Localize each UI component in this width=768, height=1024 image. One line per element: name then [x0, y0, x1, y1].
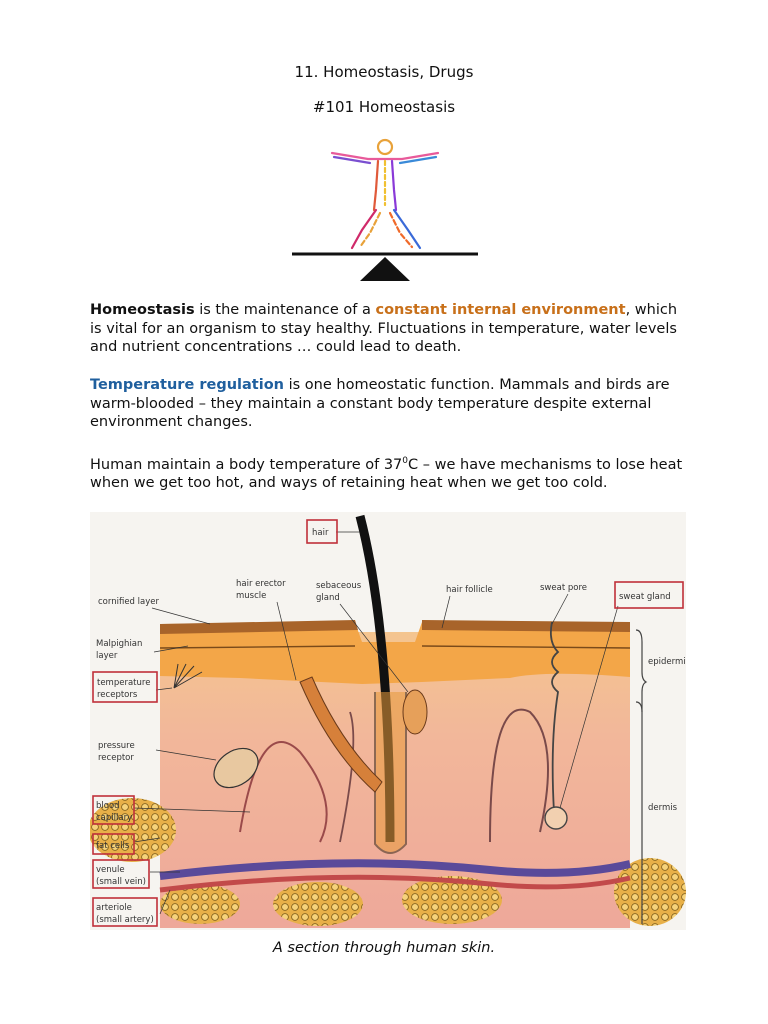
- fat-cells-cluster: [614, 858, 686, 926]
- hair-erector-muscle: [299, 676, 383, 793]
- label-arteriole: arteriole: [96, 903, 132, 913]
- sweat-duct: [549, 621, 560, 813]
- label-hair-erector-2: muscle: [236, 591, 266, 601]
- term-temperature-regulation: Temperature regulation: [90, 377, 284, 393]
- label-sweat-gland: sweat gland: [619, 592, 671, 602]
- text: is one homeostatic function. Mammals and…: [90, 377, 670, 430]
- label-venule-2: (small vein): [96, 877, 146, 887]
- label-blood-capillary: blood: [96, 801, 120, 811]
- label-venule: venule: [96, 865, 125, 875]
- figure-caption: A section through human skin.: [272, 940, 496, 956]
- page-title: 11. Homeostasis, Drugs: [294, 63, 474, 81]
- temperature-receptor-endings: [173, 663, 203, 689]
- pressure-receptor: [213, 747, 259, 789]
- sweat-gland-coil: [544, 806, 568, 830]
- skin-section-diagram: hair hair erector muscle sebaceous gland…: [90, 512, 686, 930]
- text: is the maintenance of a: [194, 302, 376, 318]
- label-dermis: dermis: [648, 803, 678, 813]
- label-arteriole-2: (small artery): [96, 915, 154, 925]
- label-pressure-receptor-2: receptor: [98, 753, 134, 763]
- label-hair-follicle: hair follicle: [446, 585, 493, 595]
- label-hair: hair: [312, 528, 329, 538]
- label-hair-erector: hair erector: [236, 579, 286, 589]
- text: Human maintain a body temperature of 37: [90, 456, 403, 473]
- hair-follicle: [374, 692, 407, 854]
- label-temperature-receptors-2: receptors: [97, 690, 138, 700]
- superscript: 0: [402, 456, 409, 466]
- highlight-constant-internal-environment: constant internal environment: [375, 302, 626, 318]
- text: , which is vital for an organism to stay…: [90, 302, 678, 355]
- label-sebaceous-2: gland: [316, 593, 340, 603]
- body-temperature-paragraph: Human maintain a body temperature of 370…: [90, 452, 690, 493]
- epidermis-layer: [160, 622, 630, 684]
- arteriole-vessel: [159, 874, 631, 893]
- venule-vessel: [159, 859, 631, 880]
- label-malpighian: Malpighian: [96, 639, 142, 649]
- balanced-human-figure: [330, 138, 440, 250]
- cornified-layer: [160, 620, 630, 634]
- balance-fulcrum: [360, 257, 410, 281]
- fat-cells-cluster: [90, 798, 176, 862]
- label-fat-cells: fat cells: [96, 841, 130, 851]
- term-homeostasis: Homeostasis: [90, 302, 195, 318]
- label-blood-capillary-2: capillary: [96, 813, 132, 823]
- label-pressure-receptor: pressure: [98, 741, 135, 751]
- label-epidermis: epidermis: [648, 657, 686, 667]
- text: C – we have mechanisms to lose heat when…: [90, 456, 683, 492]
- sebaceous-gland: [402, 689, 428, 735]
- homeostasis-balance-illustration: [292, 138, 478, 281]
- label-malpighian-2: layer: [96, 651, 118, 661]
- label-sweat-pore: sweat pore: [540, 583, 587, 593]
- homeostasis-paragraph: Homeostasis is the maintenance of a cons…: [90, 301, 690, 357]
- fat-cells-cluster: [160, 884, 240, 924]
- label-temperature-receptors: temperature: [97, 678, 150, 688]
- fat-cells-cluster: [273, 882, 363, 926]
- section-title: #101 Homeostasis: [312, 98, 456, 116]
- label-sebaceous: sebaceous: [316, 581, 362, 591]
- fat-cells-cluster: [402, 876, 502, 924]
- temperature-regulation-paragraph: Temperature regulation is one homeostati…: [90, 376, 690, 432]
- label-cornified-layer: cornified layer: [98, 597, 159, 607]
